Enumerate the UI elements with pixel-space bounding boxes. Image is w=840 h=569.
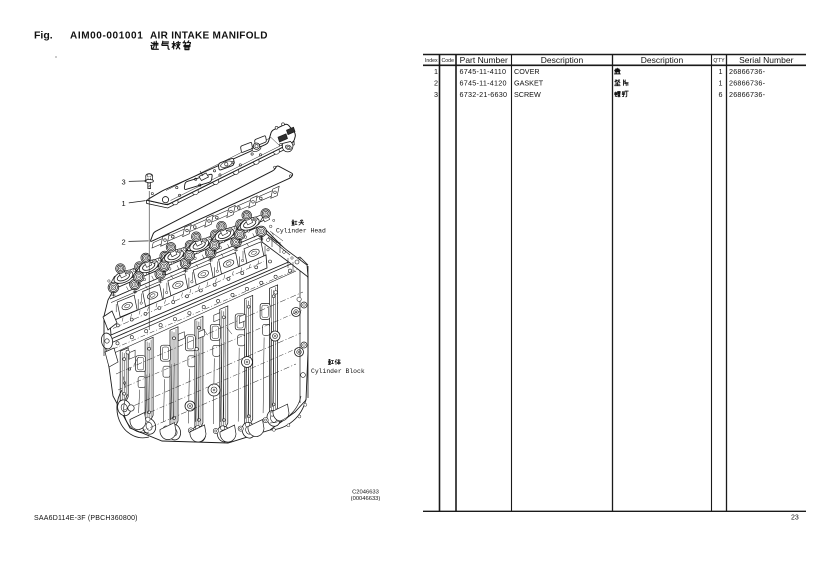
svg-text:COVER: COVER (514, 67, 540, 76)
svg-text:Code: Code (442, 58, 455, 64)
svg-text:Serial Number: Serial Number (739, 55, 793, 65)
svg-text:6: 6 (719, 90, 723, 99)
svg-text:26866736-: 26866736- (729, 67, 766, 76)
svg-text:AIM00-001001: AIM00-001001 (70, 31, 143, 42)
svg-text:6732-21-6630: 6732-21-6630 (460, 90, 508, 99)
svg-text:3: 3 (122, 177, 126, 186)
svg-text:Q'TY: Q'TY (713, 58, 725, 64)
svg-text:23: 23 (791, 515, 799, 522)
svg-text:AIR INTAKE MANIFOLD: AIR INTAKE MANIFOLD (150, 31, 268, 42)
svg-text:26866736-: 26866736- (729, 79, 766, 88)
svg-text:1: 1 (719, 79, 723, 88)
svg-text:(00046633): (00046633) (351, 496, 381, 502)
svg-text:SCREW: SCREW (514, 90, 541, 99)
svg-text:6745-11-4110: 6745-11-4110 (460, 67, 507, 76)
svg-text:Description: Description (541, 55, 584, 65)
svg-text:6745-11-4120: 6745-11-4120 (460, 79, 507, 88)
svg-text:2: 2 (122, 237, 126, 246)
svg-text:Index: Index (425, 58, 438, 64)
svg-text:1: 1 (122, 199, 126, 208)
svg-text:1: 1 (434, 67, 438, 76)
svg-text:Cylinder Head: Cylinder Head (276, 228, 326, 235)
svg-text:1: 1 (719, 67, 723, 76)
svg-text:Fig.: Fig. (34, 30, 53, 42)
svg-text:Description: Description (641, 55, 684, 65)
svg-text:26866736-: 26866736- (729, 90, 766, 99)
svg-text:C2046633: C2046633 (352, 490, 379, 496)
svg-text:Cylinder Block: Cylinder Block (311, 368, 365, 375)
svg-text:SAA6D114E-3F (PBCH360800): SAA6D114E-3F (PBCH360800) (34, 515, 138, 522)
svg-text:GASKET: GASKET (514, 79, 544, 88)
svg-text:3: 3 (434, 90, 438, 99)
svg-text:Part Number: Part Number (460, 55, 508, 65)
svg-text:2: 2 (434, 79, 438, 88)
